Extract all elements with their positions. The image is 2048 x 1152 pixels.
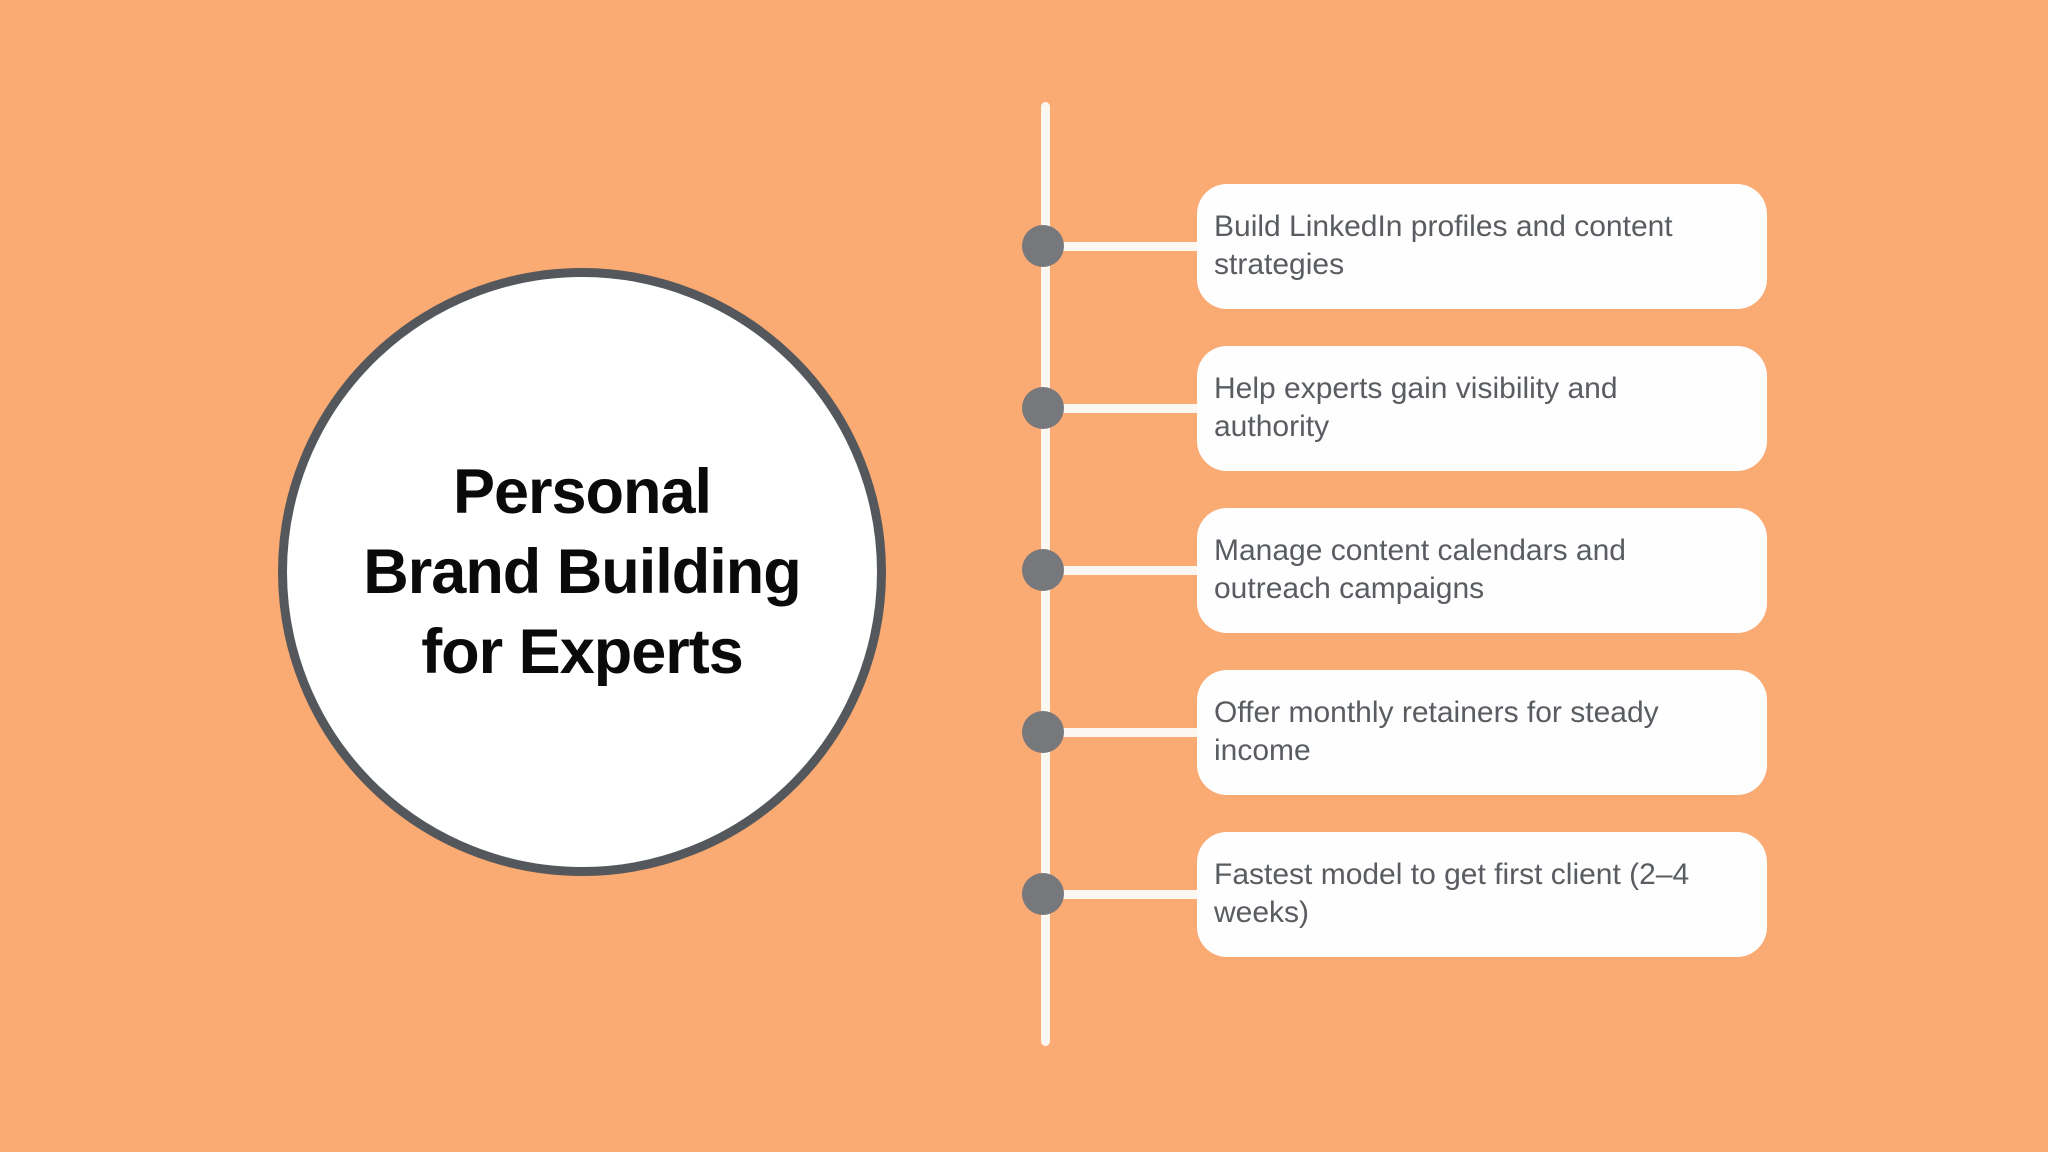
timeline-connector — [1043, 889, 1199, 899]
timeline-card-label: Fastest model to get first client (2–4 w… — [1214, 858, 1690, 929]
timeline-connector — [1043, 565, 1199, 575]
timeline-connector — [1043, 241, 1199, 251]
timeline-dot-icon — [1022, 549, 1064, 591]
title-circle: Personal Brand Building for Experts — [278, 268, 886, 876]
timeline-connector — [1043, 727, 1199, 737]
timeline-card: Offer monthly retainers for steady incom… — [1197, 669, 1767, 795]
page-title: Personal Brand Building for Experts — [363, 452, 801, 692]
timeline-connector — [1043, 403, 1199, 413]
timeline-dot-icon — [1022, 873, 1064, 915]
timeline-card-label: Manage content calendars and outreach ca… — [1214, 534, 1626, 605]
timeline-card-label: Help experts gain visibility and authori… — [1214, 372, 1618, 443]
timeline-card: Help experts gain visibility and authori… — [1197, 345, 1767, 471]
timeline-card: Fastest model to get first client (2–4 w… — [1197, 831, 1767, 957]
page-title-line-3: for Experts — [421, 617, 744, 687]
timeline-card-label: Build LinkedIn profiles and content stra… — [1214, 210, 1673, 281]
timeline-dot-icon — [1022, 711, 1064, 753]
timeline-card: Build LinkedIn profiles and content stra… — [1197, 183, 1767, 309]
page-title-line-2: Brand Building — [363, 537, 801, 607]
timeline-dot-icon — [1022, 225, 1064, 267]
page-title-line-1: Personal — [452, 457, 712, 527]
timeline-card-label: Offer monthly retainers for steady incom… — [1214, 696, 1659, 767]
timeline-dot-icon — [1022, 387, 1064, 429]
timeline-card: Manage content calendars and outreach ca… — [1197, 507, 1767, 633]
